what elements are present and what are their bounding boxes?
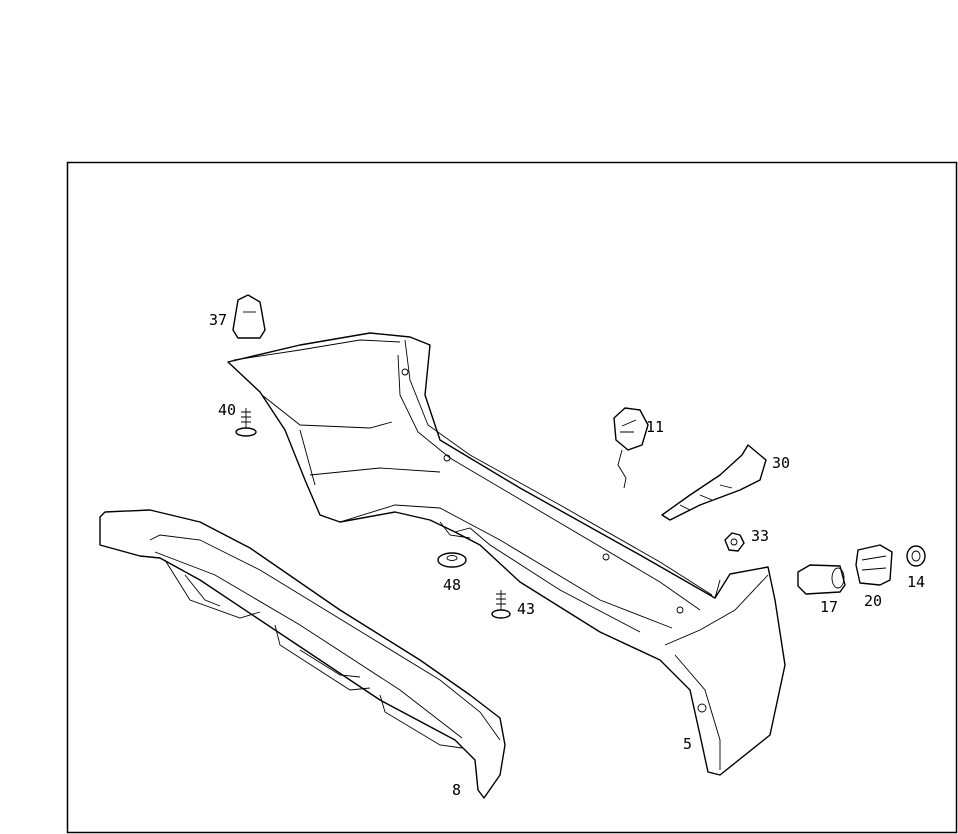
callout-37: 37 — [209, 311, 227, 329]
callout-8: 8 — [452, 781, 461, 799]
bumper-cover-part[interactable] — [227, 332, 786, 776]
bracket-30-part[interactable] — [661, 444, 767, 521]
callout-33: 33 — [751, 527, 769, 545]
grommet-48-part[interactable] — [437, 552, 467, 568]
screw-43-part[interactable] — [491, 590, 511, 619]
callout-48: 48 — [443, 576, 461, 594]
callout-17: 17 — [820, 598, 838, 616]
callout-40: 40 — [218, 401, 236, 419]
nut-33-part[interactable] — [724, 532, 745, 552]
callout-30: 30 — [772, 454, 790, 472]
lower-trim-part[interactable] — [99, 509, 506, 799]
holder-20-part[interactable] — [855, 544, 893, 586]
diagram-frame — [66, 161, 958, 834]
callout-11: 11 — [646, 418, 664, 436]
sensor-17-part[interactable] — [797, 564, 846, 595]
callout-20: 20 — [864, 592, 882, 610]
ring-14-part[interactable] — [906, 545, 926, 567]
callout-14: 14 — [907, 573, 925, 591]
screw-40-part[interactable] — [235, 408, 257, 437]
clip-37-part[interactable] — [232, 294, 266, 339]
callout-43: 43 — [517, 600, 535, 618]
sensor-11-part[interactable] — [613, 407, 649, 489]
callout-5: 5 — [683, 735, 692, 753]
